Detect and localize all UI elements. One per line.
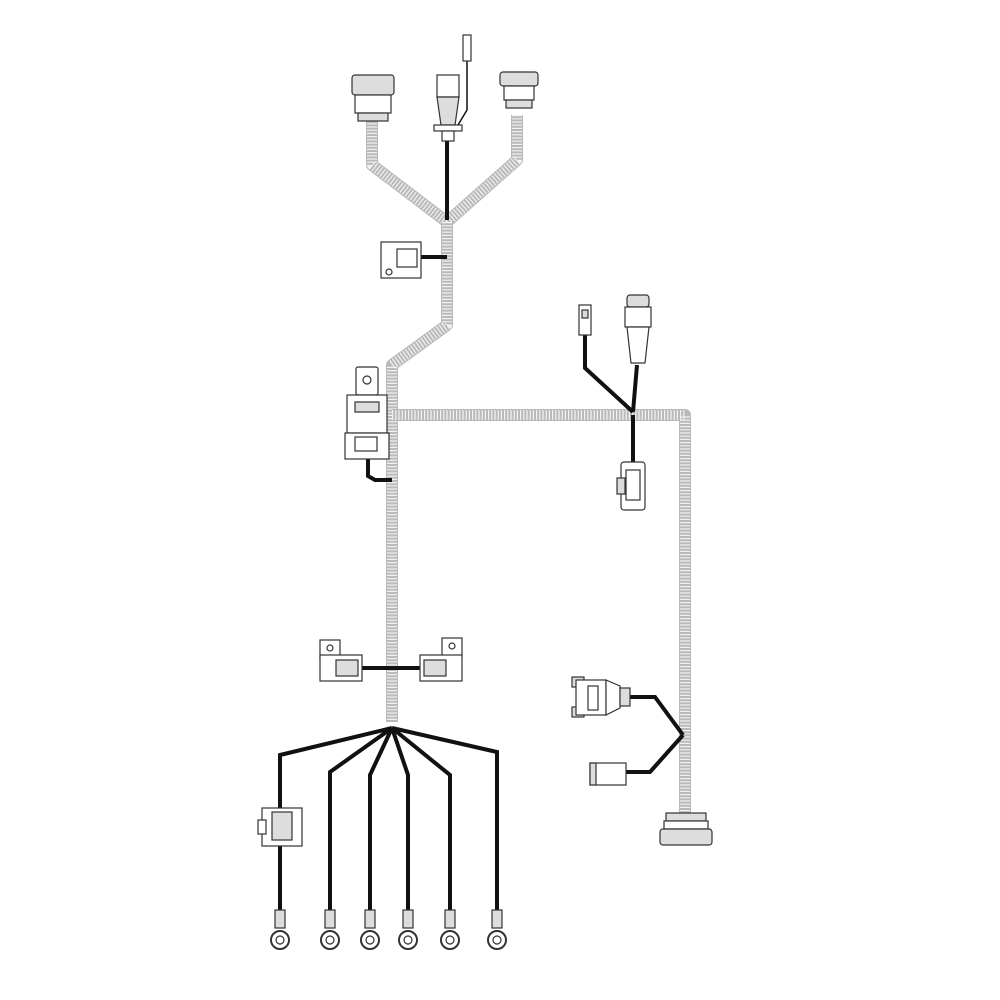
connector-right-branch[interactable] <box>616 461 646 511</box>
wire-ring-3 <box>368 727 394 915</box>
ring-terminal-2[interactable] <box>320 909 340 950</box>
ring-terminal-4[interactable] <box>398 909 418 950</box>
connector-upper-right-round[interactable] <box>624 294 652 364</box>
wire-ring-4 <box>390 727 410 915</box>
sheath-group <box>366 115 691 815</box>
ring-terminal-5[interactable] <box>440 909 460 950</box>
connector-upper-left[interactable] <box>380 241 422 279</box>
sheath-main-trunk <box>386 222 453 722</box>
round-connector-bottom-right[interactable] <box>659 812 713 846</box>
connector-upper-right-small[interactable] <box>578 304 592 336</box>
wire-ring-5 <box>390 726 452 915</box>
ring-terminal-1[interactable] <box>270 909 290 950</box>
wire-ring-6 <box>391 726 499 915</box>
relay[interactable] <box>344 366 390 460</box>
connector-top-center[interactable] <box>433 34 472 142</box>
wire-ring-1 <box>278 726 393 915</box>
round-connector-top-right[interactable] <box>499 71 539 109</box>
wire-group <box>278 140 685 915</box>
connector-mid-left[interactable] <box>319 639 363 682</box>
fuse-holder[interactable] <box>257 807 303 847</box>
ring-terminal-6[interactable] <box>487 909 507 950</box>
wire-upper-right-b <box>583 335 635 414</box>
round-connector-top-left[interactable] <box>351 74 395 122</box>
wire-ring-2 <box>328 726 394 915</box>
connector-d-sub[interactable] <box>571 676 631 718</box>
wire-upper-right-a <box>631 364 639 413</box>
wire-lower-right-a <box>628 695 685 737</box>
connector-lower-right-small[interactable] <box>589 762 627 786</box>
wire-lower-right-b <box>625 733 685 774</box>
ring-terminal-3[interactable] <box>360 909 380 950</box>
sheath-top-left <box>366 120 451 227</box>
wire-relay <box>366 458 392 482</box>
connector-mid-right[interactable] <box>419 637 463 682</box>
sheath-right-branch <box>392 409 691 815</box>
ring-terminals <box>270 909 507 950</box>
